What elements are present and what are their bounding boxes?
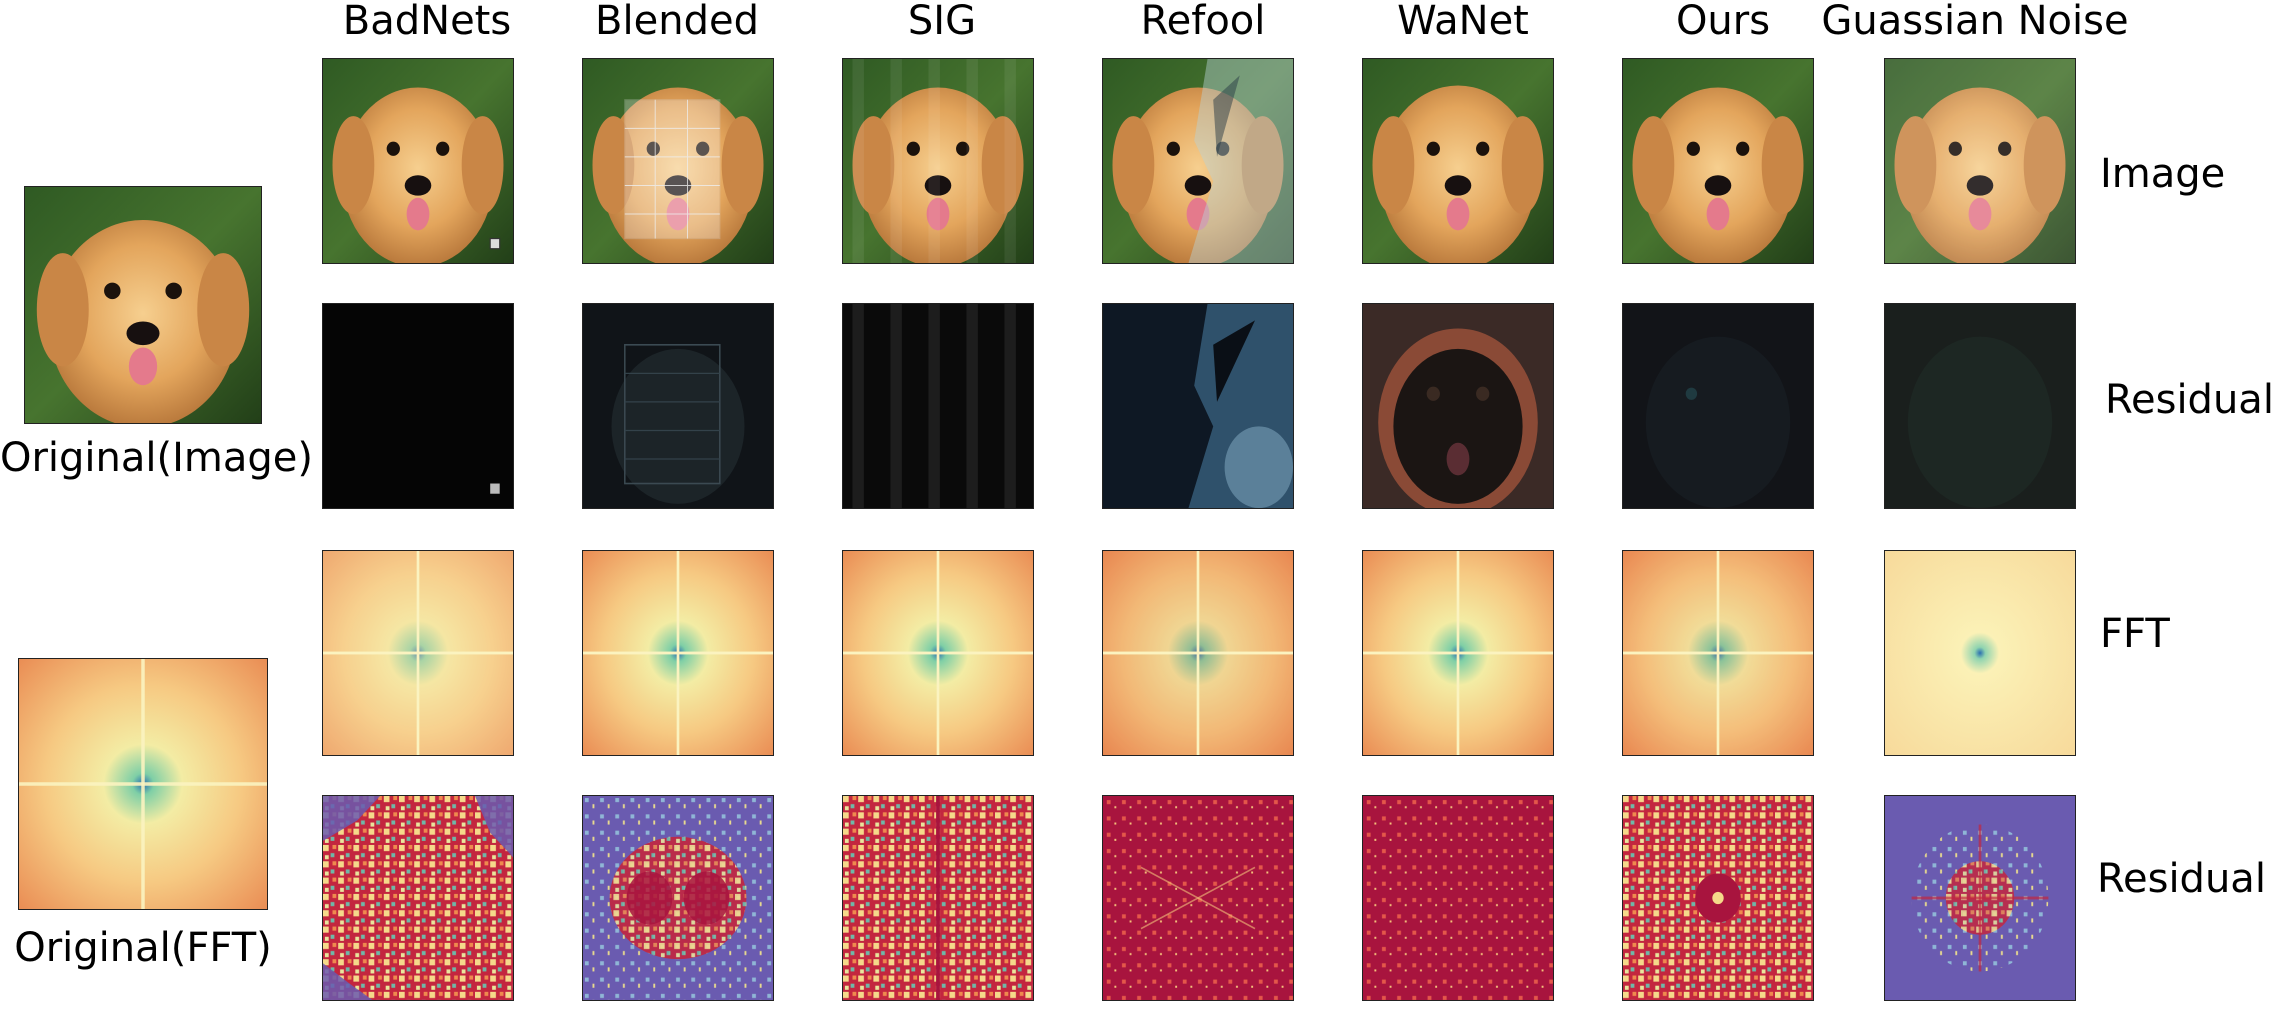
fft-spectrum: [1885, 551, 2075, 755]
row-label-fft: FFT: [2100, 611, 2170, 657]
image-tile-blended: [582, 58, 774, 264]
fft-spectrum: [1623, 551, 1813, 755]
fft-tile-ours: [1622, 550, 1814, 756]
residual-tile-refool: [1102, 303, 1294, 509]
dog-image: [1363, 59, 1553, 263]
residual-tile-sig: [842, 303, 1034, 509]
fft-residual-tile-blended: [582, 795, 774, 1001]
dog-image: [583, 59, 773, 263]
fft-residual-tile-refool: [1102, 795, 1294, 1001]
residual-map: [1623, 304, 1813, 508]
dog-image: [1623, 59, 1813, 263]
fft-spectrum: [323, 551, 513, 755]
column-title-wanet: WaNet: [1397, 0, 1529, 44]
trigger-patch: [489, 237, 501, 250]
residual-tile-wanet: [1362, 303, 1554, 509]
residual-map: [1363, 304, 1553, 508]
column-title-refool: Refool: [1140, 0, 1266, 44]
image-tile-gaussian: [1884, 58, 2076, 264]
column-title-ours: Ours: [1675, 0, 1771, 44]
fft-residual-map: [583, 796, 773, 1000]
fft-residual-map: [843, 796, 1033, 1000]
dog-image: [323, 59, 513, 263]
image-tile-badnets: [322, 58, 514, 264]
row-label-image: Image: [2100, 151, 2226, 197]
fft-residual-tile-badnets: [322, 795, 514, 1001]
image-tile-refool: [1102, 58, 1294, 264]
residual-tile-ours: [1622, 303, 1814, 509]
fft-residual-tile-ours: [1622, 795, 1814, 1001]
image-tile-wanet: [1362, 58, 1554, 264]
dog-image: [25, 187, 261, 423]
fft-spectrum: [1363, 551, 1553, 755]
fft-spectrum: [1103, 551, 1293, 755]
fft-tile-sig: [842, 550, 1034, 756]
image-tile-ours: [1622, 58, 1814, 264]
residual-map: [323, 304, 513, 508]
residual-map: [843, 304, 1033, 508]
fft-residual-map: [1623, 796, 1813, 1000]
dog-image: [843, 59, 1033, 263]
fft-spectrum: [843, 551, 1033, 755]
fft-spectrum: [583, 551, 773, 755]
fft-residual-map: [1103, 796, 1293, 1000]
fft-tile-badnets: [322, 550, 514, 756]
original-image-tile: [24, 186, 262, 424]
column-title-blended: Blended: [595, 0, 759, 44]
fft-tile-gaussian: [1884, 550, 2076, 756]
image-tile-sig: [842, 58, 1034, 264]
dog-image: [1103, 59, 1293, 263]
fft-tile-refool: [1102, 550, 1294, 756]
fft-residual-tile-gaussian: [1884, 795, 2076, 1001]
row-label-residual: Residual: [2105, 377, 2273, 423]
row-label-fft-residual: Residual: [2097, 856, 2266, 902]
fft-residual-map: [1885, 796, 2075, 1000]
fft-residual-tile-sig: [842, 795, 1034, 1001]
fft-residual-tile-wanet: [1362, 795, 1554, 1001]
column-title-gaussian: Guassian Noise: [1821, 0, 2129, 44]
residual-map: [1885, 304, 2075, 508]
original-image-label: Original(Image): [0, 435, 314, 481]
column-title-sig: SIG: [907, 0, 977, 44]
dog-image: [1885, 59, 2075, 263]
fft-tile-wanet: [1362, 550, 1554, 756]
column-title-badnets: BadNets: [342, 0, 512, 44]
original-fft-label: Original(FFT): [14, 925, 272, 971]
residual-tile-blended: [582, 303, 774, 509]
residual-tile-badnets: [322, 303, 514, 509]
residual-tile-gaussian: [1884, 303, 2076, 509]
trigger-patch: [490, 483, 500, 494]
fft-tile-blended: [582, 550, 774, 756]
fft-residual-map: [1363, 796, 1553, 1000]
residual-map: [1103, 304, 1293, 508]
fft-spectrum: [19, 659, 267, 909]
original-fft-tile: [18, 658, 268, 910]
residual-map: [583, 304, 773, 508]
fft-residual-map: [323, 796, 513, 1000]
